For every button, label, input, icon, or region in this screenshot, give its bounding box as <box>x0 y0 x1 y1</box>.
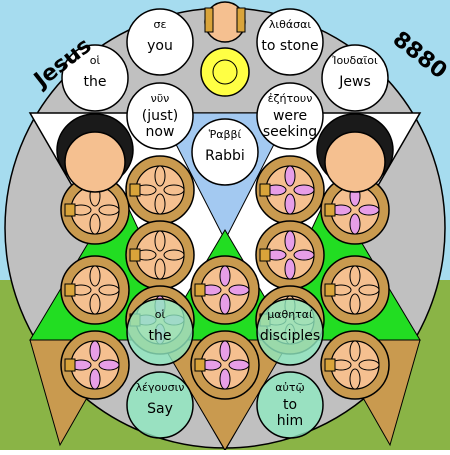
english-word: disciples <box>260 328 320 344</box>
face-pattern <box>60 155 390 400</box>
central-face-hair-right <box>236 7 246 33</box>
english-word: the <box>149 328 172 344</box>
figure-left <box>56 113 134 193</box>
english-word: now <box>146 124 175 140</box>
greek-word: αὐτῷ <box>275 381 304 394</box>
face-tile <box>320 255 390 325</box>
halo <box>200 47 250 97</box>
word-circle: οἱ the <box>126 298 194 366</box>
figure-right <box>316 113 394 193</box>
face-tile <box>190 330 260 400</box>
greek-word: σε <box>154 18 167 31</box>
greek-word: Ῥαββί <box>209 128 242 141</box>
greek-word: λέγουσιν <box>136 381 185 394</box>
english-word: to <box>283 397 297 413</box>
face-tile <box>60 330 130 400</box>
greek-word: Ἰουδαῖοι <box>332 54 378 67</box>
halo-ring <box>212 59 238 85</box>
english-word: the <box>84 74 107 90</box>
face-tile <box>255 220 325 290</box>
english-word: to stone <box>261 38 318 54</box>
english-word: seeking <box>263 124 317 140</box>
word-circle: σε you <box>126 8 194 76</box>
greek-word: μαθηταί <box>267 308 313 321</box>
english-word: (just) <box>142 108 178 124</box>
greek-word: λιθάσαι <box>269 18 311 31</box>
greek-word: ἐζήτουν <box>268 92 313 105</box>
word-circle: λιθάσαι to stone <box>256 8 324 76</box>
central-face-hair-left <box>204 7 214 33</box>
face-tile <box>60 255 130 325</box>
english-word: Say <box>147 401 173 417</box>
word-circle: οἱ the <box>61 44 129 112</box>
face-tile <box>125 220 195 290</box>
word-circle: νῦν (just)now <box>126 82 194 150</box>
greek-word: οἱ <box>90 54 101 67</box>
english-word: were <box>273 108 307 124</box>
face-tile <box>320 175 390 245</box>
english-word: you <box>147 38 173 54</box>
english-word: Rabbi <box>205 148 245 164</box>
english-word: him <box>277 413 303 429</box>
english-word: Jews <box>338 74 371 90</box>
greek-word: οἱ <box>155 308 166 321</box>
face-tile <box>60 175 130 245</box>
word-circle: μαθηταί disciples <box>256 298 324 366</box>
face-tile <box>255 155 325 225</box>
face-tile <box>190 255 260 325</box>
greek-word: νῦν <box>151 92 170 105</box>
face-tile <box>125 155 195 225</box>
face-tile <box>320 330 390 400</box>
